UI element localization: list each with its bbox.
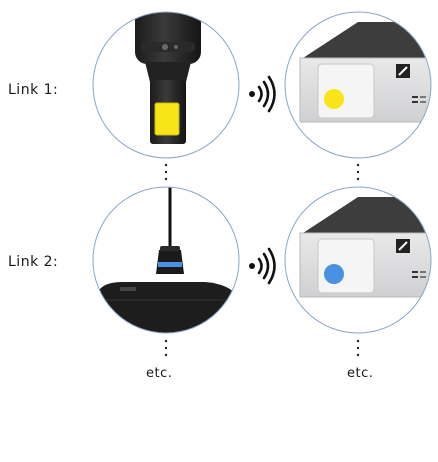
receiver-indicator	[324, 264, 344, 284]
link-2-label: Link 2:	[8, 254, 59, 270]
sennheiser-logo-icon	[396, 239, 410, 253]
sennheiser-logo-icon	[396, 64, 410, 78]
etc-label-left: etc.	[146, 366, 173, 381]
etc-label-right: etc.	[347, 366, 374, 381]
wireless-signal-icon	[249, 247, 276, 285]
connector-dots	[164, 163, 360, 181]
receiver-indicator	[324, 89, 344, 109]
bodypack-indicator	[158, 262, 182, 267]
receiver-icon	[284, 11, 432, 159]
bodypack-transmitter-icon	[92, 186, 240, 334]
connector-dots	[164, 339, 360, 357]
link-1-label: Link 1:	[8, 82, 59, 98]
receiver-icon	[284, 186, 432, 334]
handheld-transmitter-icon	[92, 11, 240, 159]
wireless-signal-icon	[249, 75, 276, 113]
